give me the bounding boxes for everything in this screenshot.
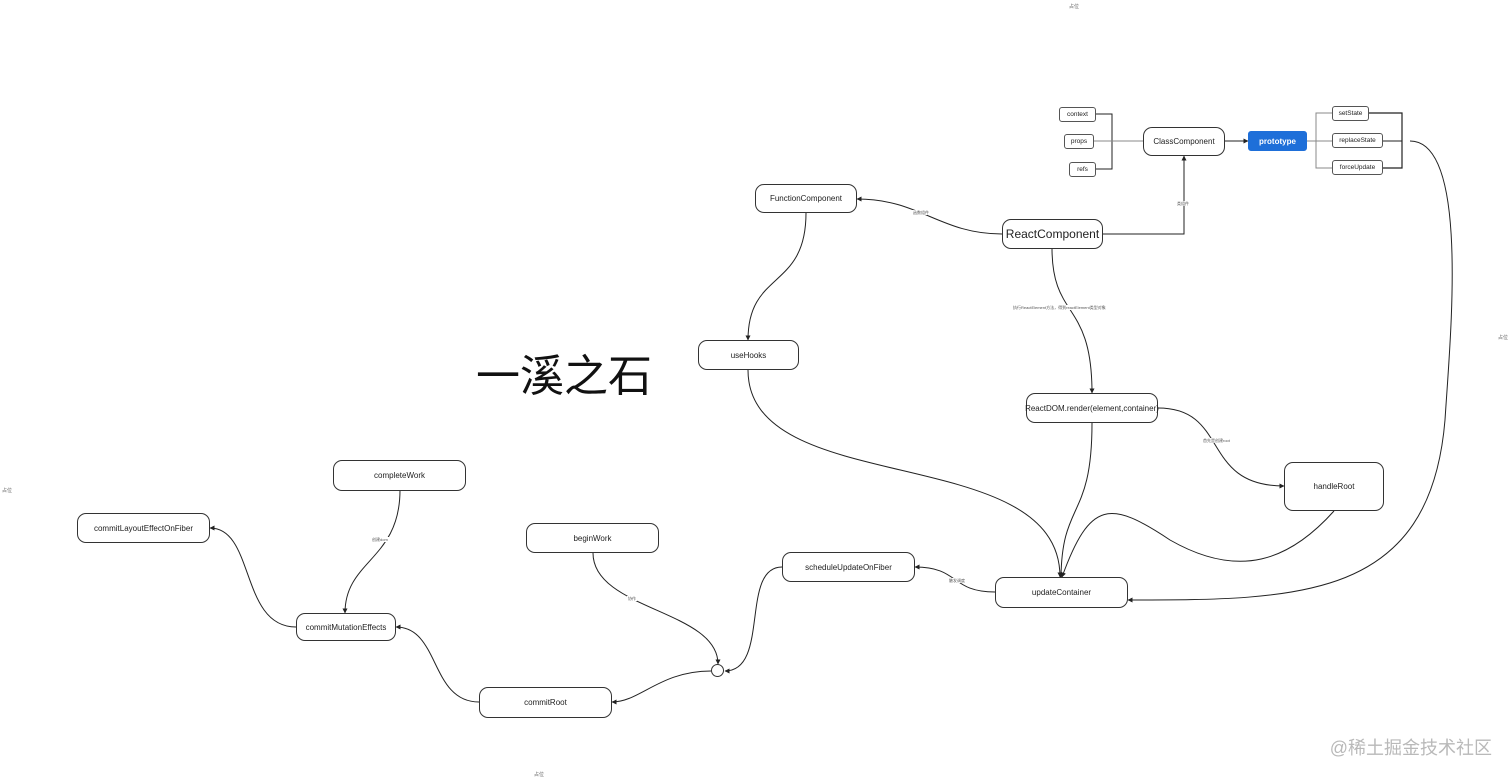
edge-usehooks-to-update [747,369,1063,578]
junction-node[interactable] [711,664,724,677]
edge-replacestate-to-update [1127,140,1453,603]
edge-schedule-to-junction [724,566,783,674]
edge-label-react-element: 执行ReactElement方法，得到reactElement类型对象 [1012,305,1107,310]
node-react-component[interactable]: ReactComponent [1002,219,1103,249]
edge-react-to-render [1051,247,1095,394]
edge-handleroot-to-update [1061,510,1335,578]
edge-beginwork-to-junction [592,552,721,665]
node-begin-work[interactable]: beginWork [526,523,659,553]
edge-label-complete-work: 创建dom [371,537,389,542]
edge-completework-to-mutation [342,489,401,614]
edge-methods-bracket-left [1315,112,1332,169]
node-class-component[interactable]: ClassComponent [1143,127,1225,156]
node-force-update[interactable]: forceUpdate [1332,160,1383,175]
edge-render-to-update [1058,422,1093,578]
node-props[interactable]: props [1064,134,1094,149]
edge-label-handle-root: 首先是创建root [1202,438,1231,443]
diagram-title: 一溪之石 [476,351,652,402]
edge-junction-to-commitroot [611,670,712,705]
node-commit-layout-effect-on-fiber[interactable]: commitLayoutEffectOnFiber [77,513,210,543]
edge-commitroot-to-mutation [395,624,480,703]
placeholder-left: 占位 [2,488,13,494]
edge-label-class-component: 类组件 [1176,201,1190,206]
edge-mutation-to-layout [209,525,297,628]
edge-react-to-class [1102,155,1187,235]
edge-function-to-usehooks [745,212,807,341]
node-replace-state[interactable]: replaceState [1332,133,1383,148]
node-context[interactable]: context [1059,107,1096,122]
node-handle-root[interactable]: handleRoot [1284,462,1384,511]
node-refs[interactable]: refs [1069,162,1096,177]
edge-label-begin-work: 协作 [627,596,637,601]
node-complete-work[interactable]: completeWork [333,460,466,491]
node-set-state[interactable]: setState [1332,106,1369,121]
node-commit-root[interactable]: commitRoot [479,687,612,718]
node-commit-mutation-effects[interactable]: commitMutationEffects [296,613,396,641]
edge-label-function-component: 函数组件 [912,210,930,215]
node-update-container[interactable]: updateContainer [995,577,1128,608]
node-use-hooks[interactable]: useHooks [698,340,799,370]
placeholder-right: 占位 [1498,335,1509,341]
site-watermark: @稀土掘金技术社区 [1329,738,1492,758]
node-prototype[interactable]: prototype [1248,131,1307,151]
edge-render-to-handleroot [1157,407,1285,489]
node-function-component[interactable]: FunctionComponent [755,184,857,213]
edge-react-to-function [856,196,1003,235]
edge-label-schedule: 触发调度 [948,578,966,583]
placeholder-top: 占位 [1069,4,1080,10]
node-react-dom-render[interactable]: ReactDOM.render(element,container) [1025,393,1159,423]
node-schedule-update-on-fiber[interactable]: scheduleUpdateOnFiber [782,552,915,582]
placeholder-bottom: 占位 [534,772,545,778]
